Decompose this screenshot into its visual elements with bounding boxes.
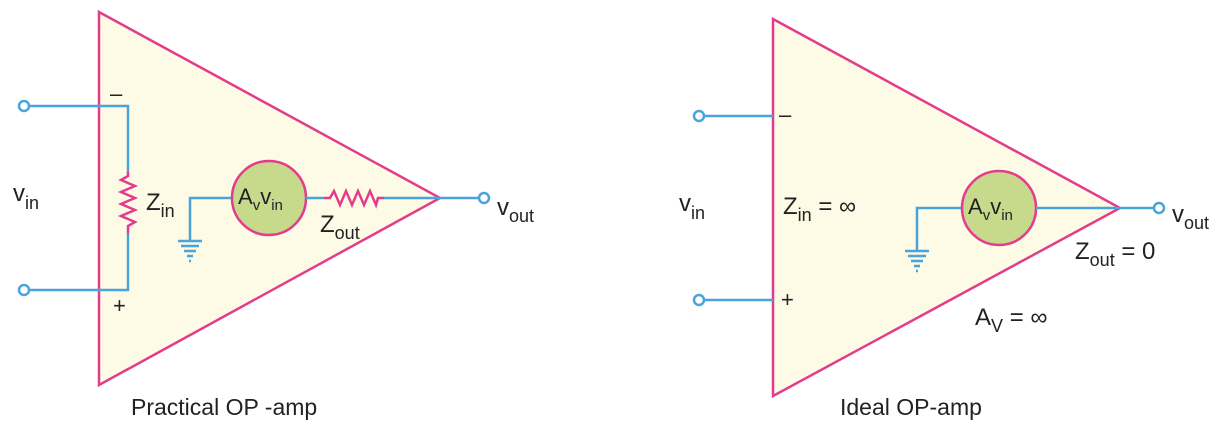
practical-zin-label: Zin — [146, 189, 175, 221]
practical-vout-label: vout — [497, 194, 534, 226]
practical-ground-wire — [188, 196, 232, 240]
ideal-zout-label: Zout = 0 — [1075, 238, 1155, 270]
ideal-plus-sign: + — [781, 287, 794, 312]
practical-inverting-terminal — [17, 99, 31, 113]
practical-inverting-input-wire — [28, 104, 130, 172]
practical-minus-sign: – — [110, 81, 123, 106]
practical-vin-label: vin — [13, 180, 39, 213]
practical-caption: Practical OP -amp — [131, 394, 317, 420]
practical-output-terminal — [477, 191, 491, 205]
practical-plus-sign: + — [113, 293, 126, 318]
ideal-inverting-terminal — [692, 109, 706, 123]
practical-zout-label: Zout — [320, 211, 360, 243]
ideal-ground-wire — [915, 206, 962, 250]
ideal-zin-label: Zin = ∞ — [783, 193, 856, 225]
practical-input-resistor — [117, 172, 139, 233]
ideal-op-amp: – + vin Zin = ∞ Avvin Zout = 0 vout AV =… — [679, 16, 1209, 420]
practical-ground-icon — [178, 239, 202, 263]
ideal-caption: Ideal OP-amp — [840, 394, 982, 420]
practical-source-label: Avvin — [238, 184, 283, 214]
practical-noninverting-input-wire — [28, 233, 130, 292]
ideal-noninverting-terminal — [692, 293, 706, 307]
practical-noninverting-terminal — [17, 283, 31, 297]
ideal-ground-icon — [905, 249, 929, 273]
ideal-gain-label: AV = ∞ — [975, 304, 1048, 336]
ideal-vout-label: vout — [1172, 201, 1209, 233]
ideal-vin-label: vin — [679, 190, 705, 223]
practical-output-resistor — [324, 187, 384, 209]
ideal-minus-sign: – — [779, 102, 792, 127]
ideal-output-terminal — [1152, 201, 1166, 215]
practical-op-amp: – + vin Zin Avvin Zout vout Practical OP… — [13, 9, 534, 420]
ideal-source-label: Avvin — [968, 194, 1013, 224]
